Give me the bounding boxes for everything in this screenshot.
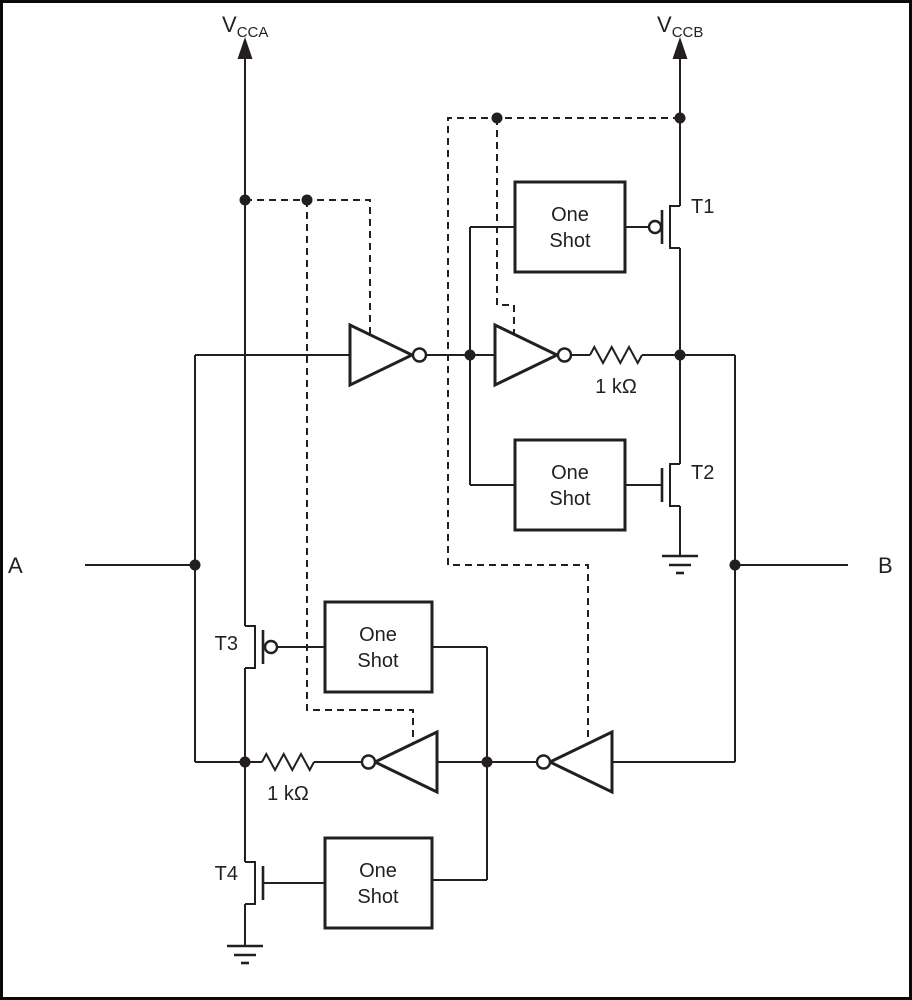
b-to-a-path: 1 kΩ [195, 646, 735, 881]
one-shot-4: One Shot [323, 836, 434, 930]
junction-dot [239, 194, 251, 206]
t1-label: T1 [691, 196, 714, 218]
one-shot-1-text-line2: Shot [549, 230, 591, 252]
vcca-arrow-icon [237, 37, 253, 59]
one-shot-2-box [513, 438, 627, 532]
one-shot-2: One Shot [513, 438, 627, 532]
buffer-b1-triangle-icon [546, 729, 614, 795]
t1-gate-bubble [647, 219, 663, 235]
vccb-dashed-main-line [447, 117, 680, 741]
junction-dot [481, 756, 493, 768]
t3-label: T3 [215, 633, 238, 655]
vcca-label: VCCA [222, 12, 268, 41]
one-shot-4-text-line1: One [359, 860, 397, 882]
junction-dot [491, 112, 503, 124]
junction-dot [189, 559, 201, 571]
t2-ground-icon [662, 554, 698, 575]
buffer-a1-triangle-icon [348, 322, 416, 388]
vcca-dashed-main-line [245, 199, 371, 335]
t2-channel-symbol [669, 463, 680, 507]
transistor-t3: T3 [215, 625, 325, 669]
vccb-dashed-branch-line [496, 118, 515, 334]
one-shot-3: One Shot [323, 600, 434, 694]
resistor-bottom-label: 1 kΩ [267, 783, 309, 805]
one-shot-3-box [323, 600, 434, 694]
t3-gate-bubble [263, 639, 279, 655]
buffer-b2-inverter-bubble [360, 754, 377, 770]
one-shot-1-text-line1: One [551, 204, 589, 226]
one-shot-3-text-line1: One [359, 624, 397, 646]
junction-dot [464, 349, 476, 361]
t4-label: T4 [215, 863, 238, 885]
buffer-b2-triangle-icon [371, 729, 439, 795]
port-a: A [8, 355, 196, 762]
junction-dot [239, 756, 251, 768]
junction-dot [729, 559, 741, 571]
port-a-label: A [8, 553, 23, 578]
one-shot-1: One Shot [513, 180, 627, 274]
transistor-t2: T2 [625, 462, 714, 507]
buffer-a2-inverter-bubble [556, 347, 573, 363]
vcca-dashed-supply-routing [245, 199, 414, 744]
vcca-dashed-branch-line [306, 200, 414, 744]
a-to-b-path: 1 kΩ [195, 226, 735, 486]
one-shot-2-text-line2: Shot [549, 488, 591, 510]
buffer-a1-inverter-bubble [411, 347, 428, 363]
junction-dot [674, 112, 686, 124]
transistor-t4: T4 [215, 861, 325, 905]
t3-channel-symbol [245, 625, 256, 669]
vccb-arrow-icon [672, 37, 688, 59]
resistor-top-label: 1 kΩ [595, 376, 637, 398]
t4-channel-symbol [245, 861, 256, 905]
buffer-a2-triangle-icon [493, 322, 561, 388]
port-b: B [734, 355, 893, 762]
transistor-t1: T1 [625, 196, 714, 249]
one-shot-4-box [323, 836, 434, 930]
port-b-label: B [878, 553, 893, 578]
junction-dots [189, 112, 741, 768]
one-shot-3-text-line2: Shot [357, 650, 399, 672]
vccb-supply-rail: VCCB [657, 12, 703, 556]
vccb-dashed-supply-routing [447, 117, 680, 741]
t1-channel-symbol [669, 205, 680, 249]
vccb-label: VCCB [657, 12, 703, 41]
one-shot-2-text-line1: One [551, 462, 589, 484]
one-shot-4-text-line2: Shot [357, 886, 399, 908]
vcca-supply-rail: VCCA [222, 12, 268, 946]
junction-dot [674, 349, 686, 361]
t4-ground-icon [227, 944, 263, 965]
junction-dot [301, 194, 313, 206]
buffer-b1-inverter-bubble [535, 754, 552, 770]
t2-label: T2 [691, 462, 714, 484]
one-shot-1-box [513, 180, 627, 274]
resistor-top-symbol [589, 344, 643, 366]
resistor-bottom-symbol [261, 751, 315, 773]
